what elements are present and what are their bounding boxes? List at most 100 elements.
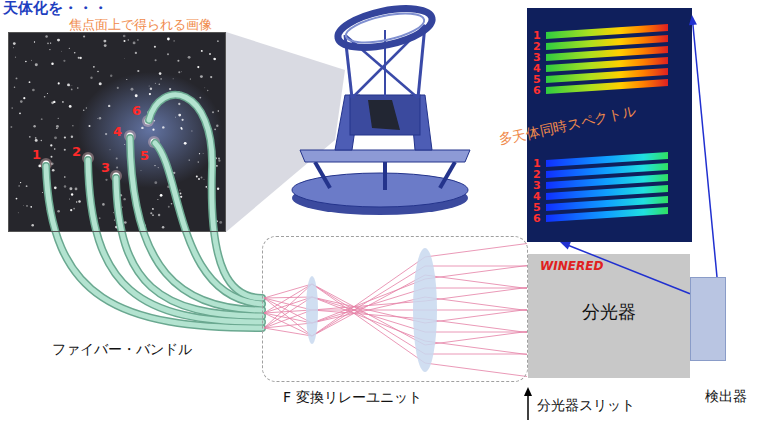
star (62, 101, 64, 103)
relay-unit: F 変換リレーユニット (262, 236, 528, 382)
star (17, 212, 19, 214)
star (20, 100, 23, 103)
star (154, 46, 156, 48)
star (52, 169, 55, 172)
star (201, 177, 203, 179)
star (78, 57, 80, 59)
star (64, 149, 66, 151)
box-title: 分光器 (528, 302, 690, 323)
star (155, 59, 157, 61)
star (78, 200, 81, 203)
star (197, 66, 199, 68)
star (54, 186, 57, 189)
star (72, 125, 73, 126)
slit-pointer (524, 387, 532, 420)
star (207, 90, 208, 91)
callout-number: 6 (533, 213, 541, 224)
star (217, 188, 219, 190)
star (108, 105, 110, 107)
callout-number: 4 (113, 124, 122, 139)
star (110, 75, 112, 77)
star (212, 111, 214, 113)
star (69, 187, 72, 190)
star (141, 127, 143, 129)
star (167, 53, 169, 55)
star (47, 93, 48, 94)
star (32, 89, 35, 92)
part-label: 分光器スリット (537, 397, 635, 414)
instrument-name: WINERED (540, 260, 603, 274)
star (178, 71, 180, 73)
star (14, 87, 15, 88)
star (181, 128, 183, 130)
light-ray (264, 310, 527, 313)
star (71, 89, 73, 91)
star (180, 196, 182, 198)
detector-box: 検出器 (690, 277, 726, 361)
star (104, 44, 107, 47)
star (42, 192, 43, 193)
star (154, 181, 157, 184)
light-ray (264, 297, 527, 323)
star (158, 214, 160, 216)
star (181, 71, 183, 73)
star (131, 88, 134, 91)
star (51, 62, 54, 64)
star (25, 61, 27, 63)
star (77, 87, 78, 88)
star (154, 165, 155, 166)
light-ray (264, 284, 527, 377)
star (152, 209, 153, 210)
callout-number: 5 (533, 202, 541, 213)
star (122, 206, 123, 207)
relay-lens (413, 248, 437, 372)
star (88, 125, 90, 127)
star (41, 140, 43, 142)
callout-number: 4 (533, 63, 541, 74)
star (93, 66, 95, 68)
star (149, 85, 150, 86)
star (35, 63, 38, 66)
star (51, 156, 53, 158)
star (29, 81, 31, 83)
star (216, 165, 218, 167)
star (71, 193, 73, 195)
light-ray (264, 244, 527, 337)
light-ray (264, 266, 527, 324)
callout-number: 2 (533, 169, 541, 180)
spectrum-panel: 多天体同時スペクトル (527, 8, 692, 242)
callout-number: 3 (101, 160, 110, 175)
star (160, 78, 161, 79)
star (26, 205, 27, 206)
star (67, 83, 70, 86)
nebula (78, 72, 222, 188)
star (97, 118, 99, 120)
star (198, 178, 200, 180)
star (71, 136, 73, 138)
callout-number: 3 (533, 180, 541, 191)
arrow-head (689, 15, 697, 25)
star (123, 58, 125, 60)
star (57, 39, 60, 42)
star (124, 221, 127, 224)
star (135, 94, 138, 97)
star (80, 57, 82, 59)
title: 天体化を・・・ (3, 0, 108, 16)
relay-lens (306, 276, 318, 344)
star (22, 205, 24, 207)
star (137, 39, 139, 41)
star (167, 38, 170, 41)
star (53, 101, 55, 103)
star (190, 78, 191, 79)
star (123, 35, 126, 38)
star (64, 136, 66, 138)
star (71, 85, 73, 87)
star (69, 105, 72, 108)
star (61, 50, 63, 52)
star (83, 35, 85, 37)
star (137, 70, 139, 72)
callout-number: 1 (533, 158, 541, 169)
star (174, 116, 176, 118)
star (23, 97, 25, 99)
star (33, 125, 35, 127)
